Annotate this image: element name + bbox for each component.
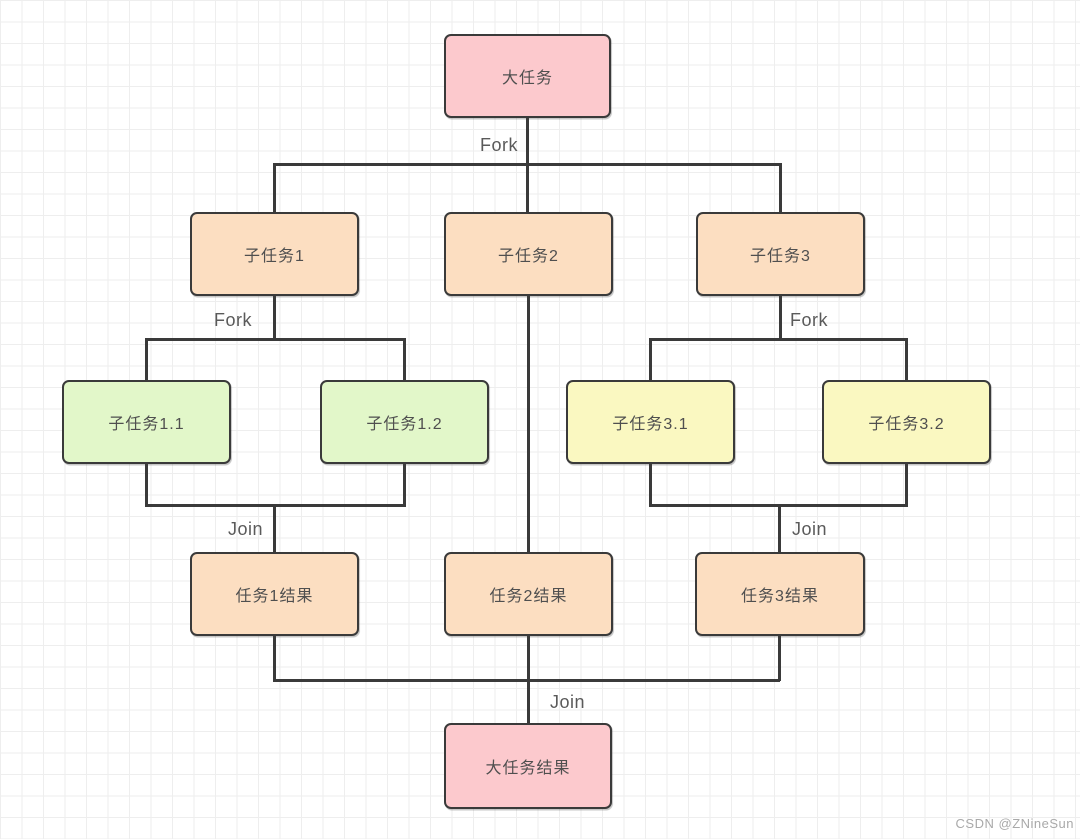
connector-forkbar-to-subtask32 xyxy=(905,338,908,381)
edge-label-join-bottom: Join xyxy=(550,692,586,712)
connector-subtask11-to-join-bar xyxy=(145,463,148,506)
connector-left-fork-bar xyxy=(145,338,406,341)
connector-top-fork-bar xyxy=(273,163,781,166)
node-subtask-3: 子任务3 xyxy=(696,212,865,296)
node-result-2: 任务2结果 xyxy=(444,552,613,636)
connector-forkbar-to-subtask12 xyxy=(403,338,406,381)
connector-forkbar-to-subtask1 xyxy=(273,163,276,213)
connector-result3-to-join-bar xyxy=(778,635,781,681)
connector-joinbar-to-result3 xyxy=(778,504,781,553)
node-result-1: 任务1结果 xyxy=(190,552,359,636)
node-result-3: 任务3结果 xyxy=(695,552,865,636)
csdn-watermark: CSDN @ZNineSun xyxy=(955,816,1074,831)
node-big-result: 大任务结果 xyxy=(444,723,612,809)
edge-label-fork-top: Fork xyxy=(480,135,518,155)
connector-forkbar-to-subtask3 xyxy=(779,163,782,213)
connector-subtask2-to-result2 xyxy=(527,295,530,553)
connector-left-join-bar xyxy=(145,504,406,507)
connector-subtask31-to-join-bar xyxy=(649,463,652,506)
node-big-task: 大任务 xyxy=(444,34,611,118)
node-subtask-1-1: 子任务1.1 xyxy=(62,380,231,464)
connector-subtask3-to-fork-bar xyxy=(779,295,782,340)
connector-bigtask-to-fork-bar xyxy=(526,118,529,213)
connector-result1-to-join-bar xyxy=(273,635,276,681)
connector-result2-to-bigresult xyxy=(527,635,530,724)
edge-label-join-right: Join xyxy=(792,519,828,539)
connector-bottom-join-bar xyxy=(273,679,780,682)
connector-right-fork-bar xyxy=(649,338,908,341)
connector-subtask12-to-join-bar xyxy=(403,463,406,506)
connector-subtask32-to-join-bar xyxy=(905,463,908,506)
connector-joinbar-to-result1 xyxy=(273,504,276,553)
edge-label-fork-right: Fork xyxy=(790,310,828,330)
node-subtask-1-2: 子任务1.2 xyxy=(320,380,489,464)
connector-forkbar-to-subtask31 xyxy=(649,338,652,381)
connector-forkbar-to-subtask11 xyxy=(145,338,148,381)
node-subtask-3-1: 子任务3.1 xyxy=(566,380,735,464)
node-subtask-3-2: 子任务3.2 xyxy=(822,380,991,464)
edge-label-fork-left: Fork xyxy=(214,310,252,330)
node-subtask-1: 子任务1 xyxy=(190,212,359,296)
edge-label-join-left: Join xyxy=(227,519,263,539)
node-subtask-2: 子任务2 xyxy=(444,212,613,296)
connector-subtask1-to-fork-bar xyxy=(273,295,276,340)
